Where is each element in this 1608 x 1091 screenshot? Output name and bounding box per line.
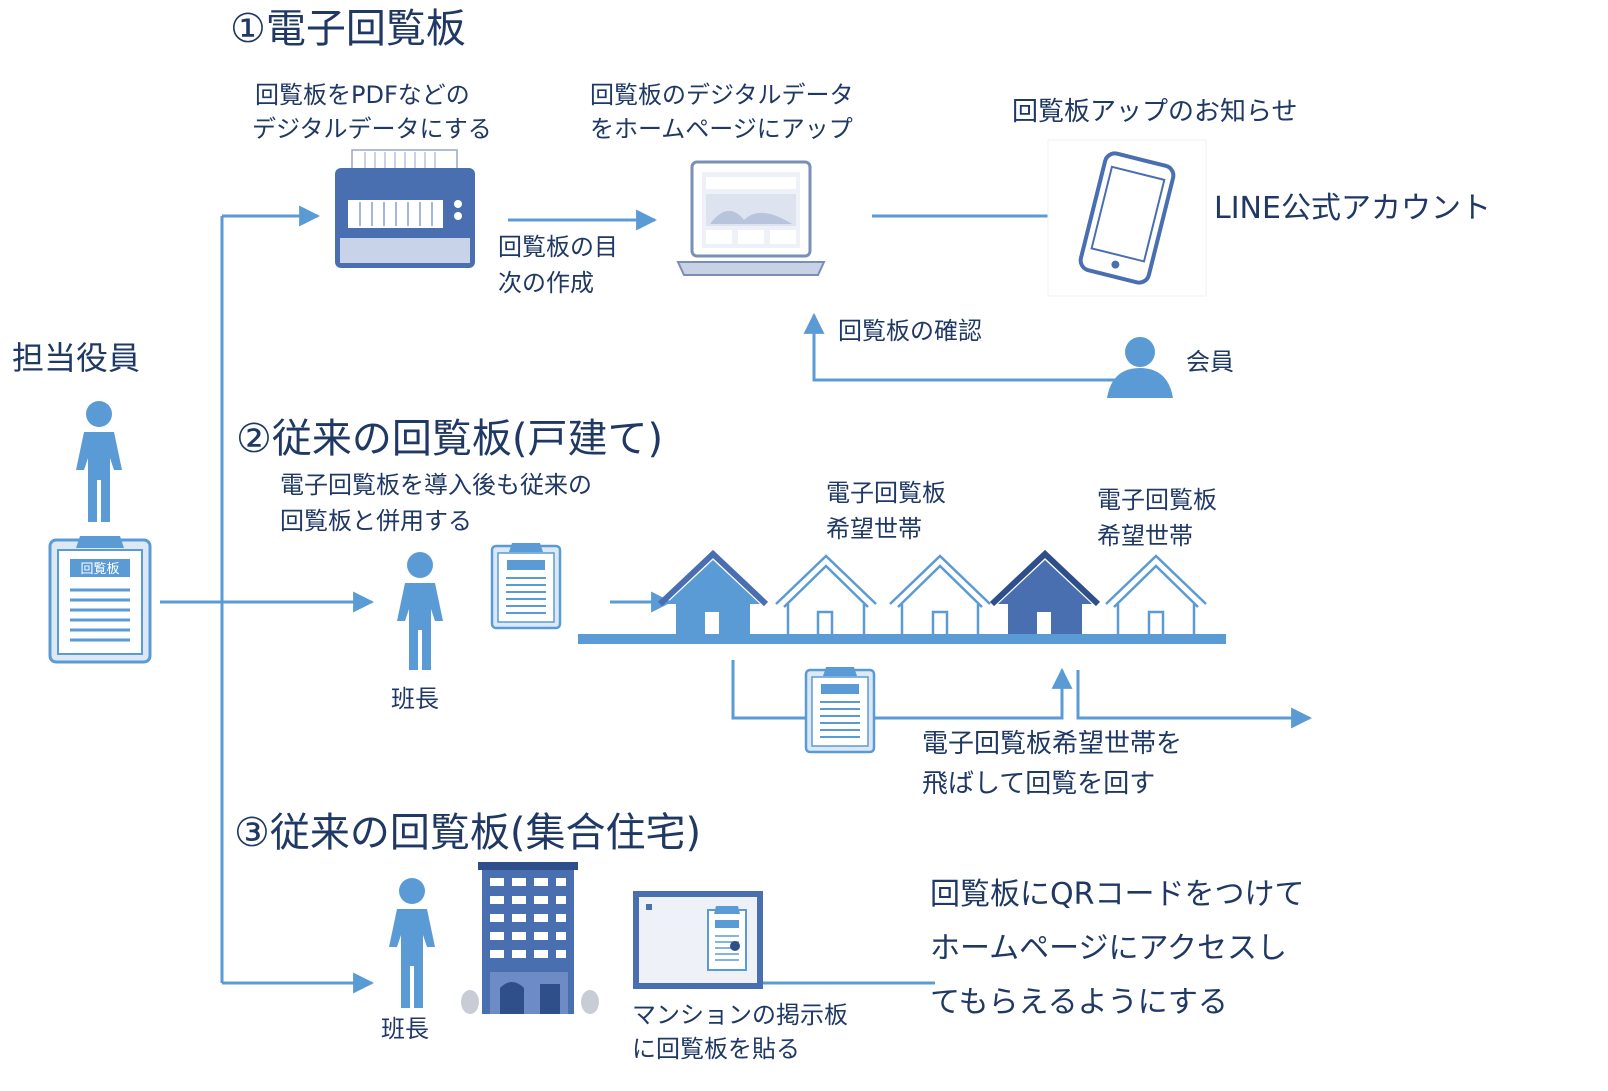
clipboard-icon-medium <box>804 667 876 754</box>
leader-label-2: 班長 <box>391 685 439 713</box>
laptop-icon <box>676 160 826 276</box>
wish-household-a-2: 希望世帯 <box>826 515 922 543</box>
leader-person-icon-3 <box>389 878 435 1008</box>
board-text-1: マンションの掲示板 <box>632 1001 848 1029</box>
section-2-title: ②従来の回覧板(戸建て) <box>236 416 664 462</box>
arrow-continue <box>1076 670 1313 729</box>
officer-person-icon <box>76 401 122 522</box>
house-icon-filled-1 <box>657 549 769 638</box>
qr-text-2: ホームページにアクセスし <box>930 931 1287 966</box>
leader-person-icon-2 <box>397 552 443 670</box>
wish-household-b-2: 希望世帯 <box>1097 522 1193 550</box>
qr-text-1: 回覧板にQRコードをつけて <box>930 877 1305 912</box>
skip-text-2: 飛ばして回覧を回す <box>922 769 1156 799</box>
house-icon-filled-2 <box>989 549 1101 638</box>
connectors <box>160 205 1313 994</box>
leader-label-3: 班長 <box>381 1015 429 1043</box>
board-text-2: に回覧板を貼る <box>632 1035 800 1063</box>
confirm-text: 回覧板の確認 <box>838 317 982 345</box>
arrow-skip-loop <box>731 660 1073 720</box>
make-pdf-text-1: 回覧板をPDFなどの <box>255 81 470 109</box>
upload-text-1: 回覧板のデジタルデータ <box>590 81 854 109</box>
make-pdf-text-2: デジタルデータにする <box>252 115 492 143</box>
houses-row <box>578 549 1226 644</box>
apartment-building-icon <box>461 862 599 1014</box>
toc-text-2: 次の作成 <box>498 269 594 297</box>
smartphone-icon <box>1047 139 1207 297</box>
clipboard-icon-small <box>490 543 562 630</box>
member-label: 会員 <box>1186 348 1234 376</box>
house-icon-outline-1 <box>775 554 877 640</box>
arrow-member-to-laptop <box>803 312 1138 382</box>
wish-household-a-1: 電子回覧板 <box>826 479 946 507</box>
street-ground <box>578 634 1226 644</box>
clipboard-icon-large: 回覧板 <box>48 536 152 664</box>
upload-text-2: をホームページにアップ <box>590 115 853 143</box>
section-3-title: ③従来の回覧板(集合住宅) <box>234 810 702 856</box>
line-account-text: LINE公式アカウント <box>1214 191 1491 226</box>
skip-text-1: 電子回覧板希望世帯を <box>922 729 1183 759</box>
scanner-icon <box>335 149 475 268</box>
house-icon-outline-3 <box>1105 554 1207 640</box>
coexist-note-2: 回覧板と併用する <box>280 507 472 535</box>
wish-household-b-1: 電子回覧板 <box>1097 486 1217 514</box>
qr-text-3: てもらえるようにする <box>930 985 1228 1020</box>
section-1-title: ①電子回覧板 <box>230 6 466 52</box>
house-icon-outline-2 <box>889 554 991 640</box>
bulletin-board-icon <box>633 891 763 989</box>
toc-text-1: 回覧板の目 <box>498 233 618 261</box>
officer-label: 担当役員 <box>12 339 141 377</box>
member-person-icon <box>1107 337 1173 398</box>
notify-text: 回覧板アップのお知らせ <box>1012 97 1298 127</box>
clipboard-label: 回覧板 <box>80 561 119 577</box>
coexist-note-1: 電子回覧板を導入後も従来の <box>280 471 592 499</box>
